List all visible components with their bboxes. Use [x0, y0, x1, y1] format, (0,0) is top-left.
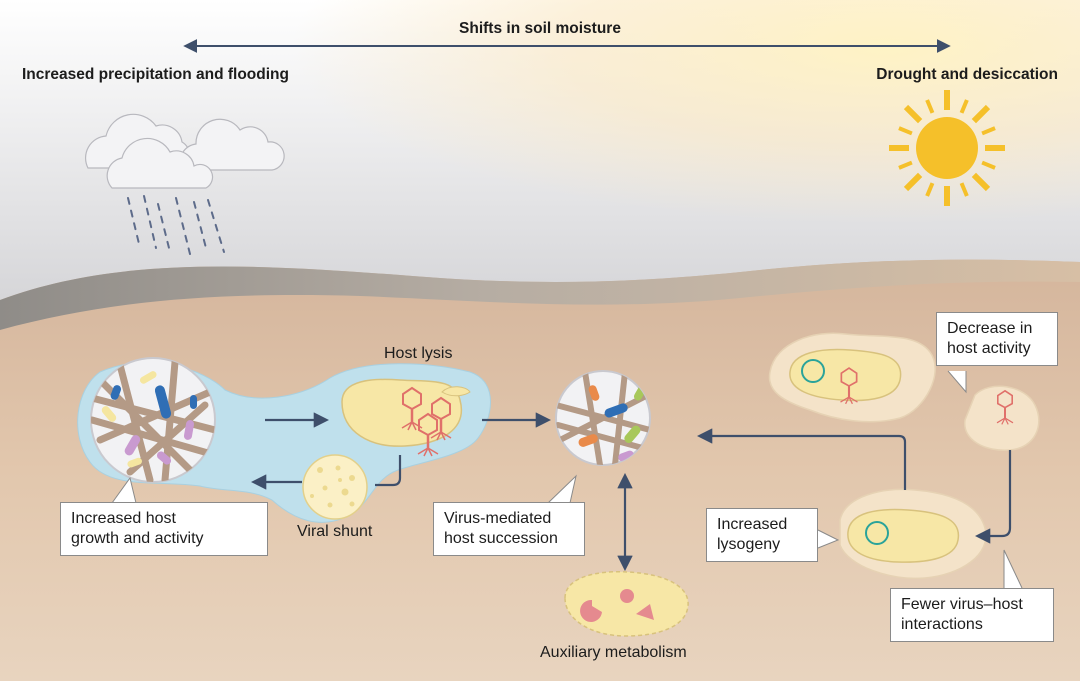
callout-succession-line2: host succession: [444, 530, 558, 547]
auxiliary-metabolism-label: Auxiliary metabolism: [540, 644, 687, 661]
callout-lysogeny: Increased lysogeny: [706, 508, 818, 562]
sun-ray: [903, 104, 923, 124]
callout-host-activity-line1: Decrease in: [947, 320, 1033, 337]
callout-host-growth: Increased host growth and activity: [60, 502, 268, 556]
callout-host-growth-line2: growth and activity: [71, 530, 204, 547]
sun-ray: [925, 99, 935, 114]
soil-ridge: [0, 259, 1080, 330]
arrow-phage-to-lysogeny: [974, 450, 1012, 544]
soil-aggregate-succession: [555, 370, 651, 466]
soil-aggregate-wet: [90, 357, 216, 483]
tail-succession: [547, 474, 577, 504]
callout-succession-line1: Virus-mediated: [444, 510, 552, 527]
arrow-lysogeny-to-succession: [696, 428, 907, 490]
sun-ray: [971, 104, 991, 124]
tail-lysogeny: [817, 529, 840, 549]
process-arrows: [250, 412, 1012, 572]
moisture-axis-label: Shifts in soil moisture: [459, 20, 621, 37]
callout-host-activity-line2: host activity: [947, 340, 1031, 357]
tail-host-activity: [947, 370, 967, 394]
tail-host-growth: [111, 476, 137, 504]
sun-ray: [959, 99, 969, 114]
viral-shunt-particles: [302, 454, 368, 520]
phage-icon: [840, 367, 858, 405]
sun-ray: [903, 172, 923, 192]
viral-shunt-label: Viral shunt: [297, 523, 373, 540]
callout-succession: Virus-mediated host succession: [433, 502, 585, 556]
cloud-icon: [84, 113, 285, 189]
sun-ray: [898, 160, 913, 170]
sun-ray: [925, 182, 935, 197]
right-regime-title: Drought and desiccation: [876, 66, 1058, 83]
phage-icon: [996, 389, 1014, 425]
callout-host-growth-line1: Increased host: [71, 510, 176, 527]
callout-host-activity: Decrease in host activity: [936, 312, 1058, 366]
callout-interactions-line2: interactions: [901, 616, 983, 633]
callout-tails: [111, 370, 1023, 589]
sun-ray: [981, 126, 996, 136]
lysogen-host-cell: [847, 508, 960, 563]
callout-lysogeny-line1: Increased: [717, 516, 788, 533]
auxiliary-metabolism-cell: [564, 570, 689, 637]
sun-ray: [898, 126, 913, 136]
sun-ray: [959, 182, 969, 197]
arrow-lysis-to-shunt: [375, 455, 402, 487]
dormant-host-cell: [789, 348, 902, 402]
tail-interactions: [1003, 549, 1023, 589]
phage-icon: [430, 396, 452, 441]
dry-patch-phage: [964, 385, 1040, 451]
sun-ray: [981, 160, 996, 170]
rain-drops: [127, 195, 225, 255]
sun-ray: [971, 172, 991, 192]
phage-group: [401, 367, 1014, 457]
host-lysis-label: Host lysis: [384, 345, 453, 362]
callout-lysogeny-line2: lysogeny: [717, 536, 781, 553]
left-regime-title: Increased precipitation and flooding: [22, 66, 289, 83]
phage-icon: [417, 412, 439, 457]
callout-interactions-line1: Fewer virus–host: [901, 596, 1023, 613]
lysing-host-cell: [341, 378, 471, 447]
callout-interactions: Fewer virus–host interactions: [890, 588, 1054, 642]
sun-icon: [889, 90, 1005, 206]
phage-icon: [401, 386, 423, 431]
